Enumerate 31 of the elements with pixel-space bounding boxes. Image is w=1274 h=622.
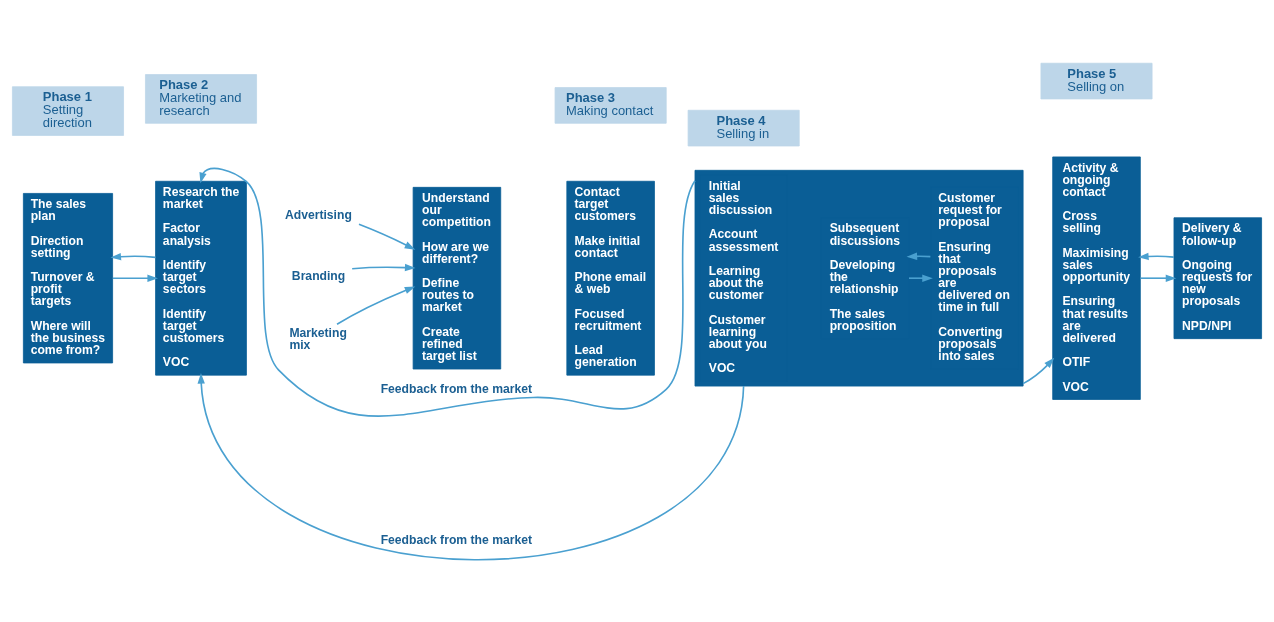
node-box: Phase 2 Marketing and research	[145, 73, 257, 124]
edge-label: Feedback from the market	[380, 381, 533, 396]
arrow	[1138, 252, 1175, 260]
cluster	[694, 169, 1024, 386]
node-text: Subsequent discussions Developing the relationship The sales proposition	[829, 220, 900, 333]
arrow	[351, 263, 416, 271]
node-text: Customer request for proposal Ensuring that proposals are delivered on time in full Converting proposals into sales	[938, 190, 1010, 363]
node-box: Delivery & follow-up Ongoing requests for new proposals NPD/NPI	[1173, 216, 1262, 339]
node-box: Phase 4 Selling in	[687, 109, 800, 146]
node-text: Advertising	[284, 207, 352, 222]
edge-label: Feedback from the market	[380, 532, 533, 547]
arrow	[1139, 274, 1177, 282]
arrow	[336, 285, 416, 325]
node-box: The sales plan Direction setting Turnover & profit targets Where will the business come from?	[22, 192, 113, 363]
arrow	[199, 167, 696, 417]
node-box: Understand our competition How are we different? Define routes to market Create refined target list	[412, 186, 502, 369]
node-text: Branding	[291, 268, 346, 283]
arrow	[112, 274, 158, 282]
node-box: Activity & ongoing contact Cross selling Maximising sales opportunity Ensuring that results are delivered OTIF VOC	[1052, 156, 1141, 400]
arrow	[908, 274, 933, 282]
arrow	[1022, 357, 1055, 384]
node-box: Research the market Factor analysis Identify target sectors Identify target customers VOC	[155, 180, 247, 376]
node-text: Marketing mix	[289, 325, 347, 352]
node-box: Phase 1 Setting direction	[12, 85, 124, 136]
node-box: Phase 5 Selling on	[1040, 62, 1153, 99]
node-text: Initial sales discussion Account assessment Learning about the customer Customer learning about you VOC	[708, 178, 779, 375]
node-box: Phase 3 Making contact	[554, 86, 667, 124]
node-box: Contact target customers Make initial contact Phone email & web Focused recruitment Lead generation	[566, 180, 655, 376]
arrow	[358, 223, 416, 250]
arrow	[197, 372, 745, 560]
arrow	[110, 252, 157, 260]
